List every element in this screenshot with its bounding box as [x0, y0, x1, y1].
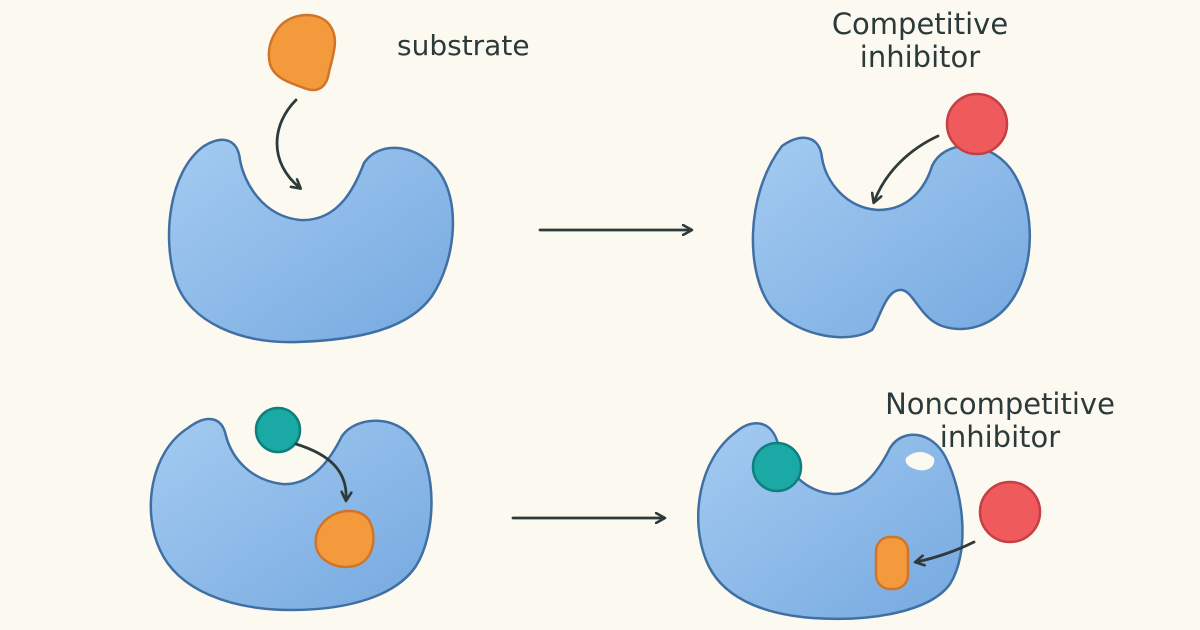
teal-molecule-arrow: [294, 442, 346, 500]
competitive-inhibitor-arrow: [874, 134, 940, 202]
noncompetitive-inhibitor-arrow: [916, 540, 976, 562]
enzyme-top-right: [751, 136, 1032, 339]
teal-molecule-bottom-right: [751, 441, 803, 493]
substrate-label: substrate: [397, 29, 530, 62]
competitive-inhibitor-molecule: [945, 92, 1009, 156]
substrate-label-text: substrate: [397, 29, 530, 62]
competitive-inhibitor-label: Competitive inhibitor: [800, 8, 1040, 74]
noncompetitive-inhibitor-molecule: [978, 480, 1042, 544]
competitive-inhibitor-label-line1: Competitive: [831, 7, 1009, 41]
teal-molecule-bottom-left: [254, 406, 302, 454]
noncompetitive-inhibitor-label-line2: inhibitor: [939, 420, 1061, 454]
enzyme-top-left: [167, 138, 455, 344]
substrate-molecule: [267, 13, 337, 92]
substrate-bound-bottom-left: [314, 509, 375, 569]
allosteric-site-notch: [905, 452, 935, 471]
substrate-binding-arrow: [275, 98, 300, 188]
substrate-bound-bottom-right: [874, 535, 910, 591]
noncompetitive-inhibitor-label: Noncompetitive inhibitor: [850, 388, 1150, 454]
noncompetitive-inhibitor-label-line1: Noncompetitive: [885, 387, 1115, 421]
competitive-inhibitor-label-line2: inhibitor: [859, 40, 981, 74]
